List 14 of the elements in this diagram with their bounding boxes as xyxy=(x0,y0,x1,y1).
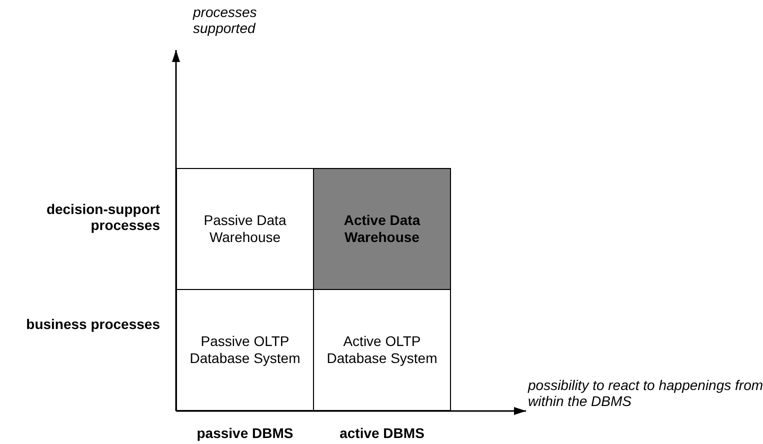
matrix-cell xyxy=(313,168,451,290)
axis-title: possibility to react to happenings from within the DBMS xyxy=(528,377,763,409)
cell-text: Passive OLTP Database System xyxy=(188,333,302,367)
cell-text: Active OLTP Database System xyxy=(326,333,438,367)
row-label: decision-support processes xyxy=(45,201,160,233)
column-label: passive DBMS xyxy=(196,425,294,441)
axis-title: processes supported xyxy=(193,4,258,36)
matrix-cell xyxy=(176,289,314,411)
matrix-cell xyxy=(313,289,451,411)
cell-text: Passive Data Warehouse xyxy=(202,212,288,246)
matrix-cell xyxy=(176,168,314,290)
column-label: active DBMS xyxy=(338,425,426,441)
row-label: business processes xyxy=(25,316,160,332)
cell-text: Active Data Warehouse xyxy=(342,212,422,246)
